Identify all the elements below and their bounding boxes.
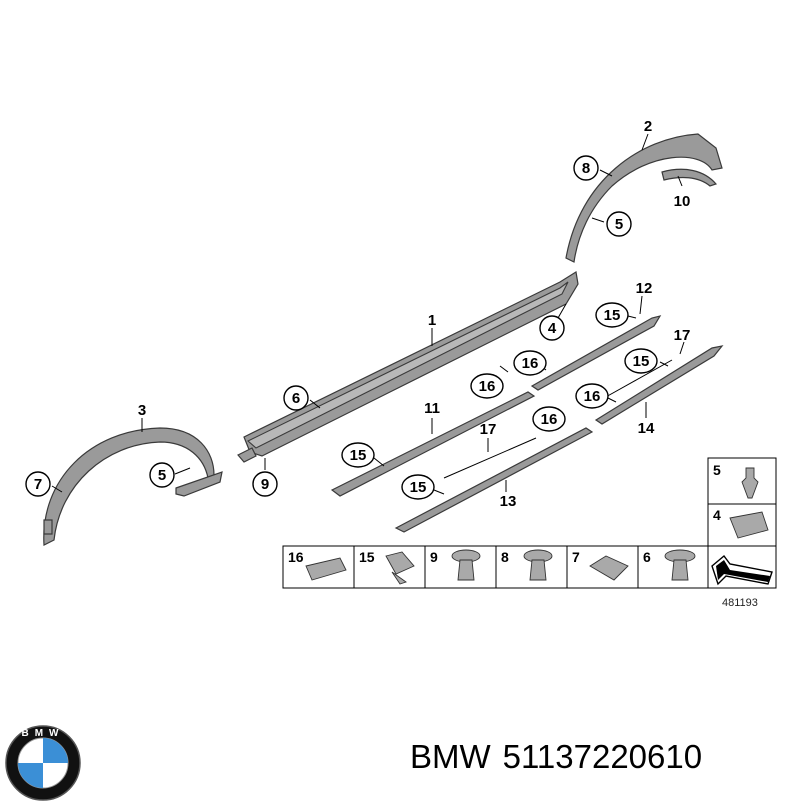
callout-1: 1 [428,312,436,329]
callout-5a: 5 [615,216,623,233]
callout-15b-circle [624,348,658,374]
callout-13: 13 [500,493,517,510]
arch-bracket-part-10 [661,168,718,187]
callout-7: 7 [34,476,42,493]
front-wheel-arch-trim [43,427,223,546]
legend-6: 6 [643,549,651,565]
trim-strip-14 [594,345,724,425]
legend-15: 15 [359,549,375,565]
callout-16d-circle [532,406,566,432]
callout-17a: 17 [480,421,497,438]
callout-8-circle [573,155,599,181]
fastener-legend-side: 5 4 [707,457,777,547]
callout-16c: 16 [584,388,601,405]
callout-2: 2 [644,118,652,135]
callout-9: 9 [261,476,269,493]
legend-16: 16 [288,549,304,565]
callout-6-circle [283,385,309,411]
caption-brand: BMW [410,738,491,775]
part-caption: BMW 51137220610 [410,738,790,788]
callout-16a-circle [513,350,547,376]
trim-strip-13 [394,427,594,533]
legend-7: 7 [572,549,580,565]
legend-8: 8 [501,549,509,565]
callout-8: 8 [582,160,590,177]
caption-part-number: 51137220610 [502,738,703,775]
callout-16c-circle [575,383,609,409]
callout-7-circle [25,471,51,497]
callout-3: 3 [138,402,146,419]
bmw-logo-icon: BMW [5,725,81,801]
clip-15-tail-icon [391,571,407,585]
rear-wheel-arch-trim [565,133,723,263]
callout-15d-circle [401,474,435,500]
callout-11: 11 [424,400,440,417]
rocker-sill-trim [237,271,579,463]
legend-9: 9 [430,549,438,565]
callout-labels: 1 2 3 4 5 5 6 7 8 9 10 11 12 13 14 15 15… [25,118,691,510]
clip-15-icon [385,551,415,575]
callout-15a: 15 [604,307,621,324]
callout-17b: 17 [674,327,691,344]
clip-7-icon [589,555,629,581]
callout-16b-circle [470,373,504,399]
callout-5b-circle [149,462,175,488]
fastener-legend-row: 16 15 9 8 7 6 [282,545,777,589]
callout-15d: 15 [410,479,427,496]
rivet-6-body-icon [671,559,689,581]
direction-arrow-fill-icon [716,560,770,582]
clip-16-icon [305,557,347,581]
trim-strip-12 [530,315,662,391]
callout-15c: 15 [350,447,367,464]
callout-15b: 15 [633,353,650,370]
seal-strip-17 [443,359,673,479]
callout-6: 6 [292,390,300,407]
callout-5a-circle [606,211,632,237]
callout-5b: 5 [158,467,166,484]
callout-9-circle [252,471,278,497]
bmw-logo-text: BMW [22,728,65,739]
legend-side-4: 4 [713,507,721,523]
rivet-8-body-icon [529,559,547,581]
trim-strip-11 [330,391,536,497]
legend-side-5: 5 [713,462,721,478]
callout-4: 4 [548,320,557,337]
callout-14: 14 [638,420,655,437]
stud-icon [741,467,759,499]
callout-4-circle [539,315,565,341]
callout-10: 10 [674,193,691,210]
diagram-reference-number: 481193 [722,597,758,609]
callout-15a-circle [595,302,629,328]
nut-clip-icon [729,511,769,539]
callout-15c-circle [341,442,375,468]
callout-12: 12 [636,280,653,297]
rivet-9-body-icon [457,559,475,581]
callout-16b: 16 [479,378,496,395]
callout-16d: 16 [541,411,558,428]
callout-16a: 16 [522,355,539,372]
